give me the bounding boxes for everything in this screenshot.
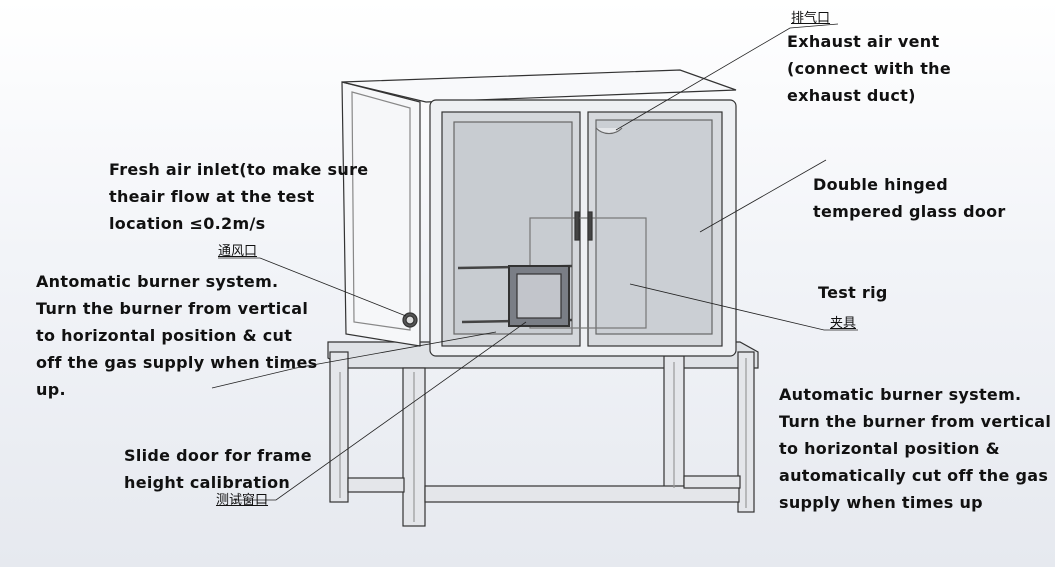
burner-left-label: Antomatic burner system. Turn the burner… bbox=[36, 268, 317, 403]
door-line-2: tempered glass door bbox=[813, 202, 1006, 221]
exhaust-line-3: exhaust duct) bbox=[787, 86, 916, 105]
cabinet-side bbox=[341, 81, 421, 347]
burner-right-line-1: Automatic burner system. bbox=[779, 385, 1022, 404]
slide-door-cn-label: 测试窗口 bbox=[216, 493, 269, 508]
fresh-air-line-1: Fresh air inlet(to make sure bbox=[109, 160, 369, 179]
exhaust-cn-label: 排气口 bbox=[791, 11, 831, 26]
fresh-air-line-2: theair flow at the test bbox=[109, 187, 315, 206]
burner-left-line-2: Turn the burner from vertical bbox=[36, 299, 309, 318]
burner-left-line-5: up. bbox=[36, 380, 66, 399]
cabinet-front bbox=[429, 99, 737, 357]
door-label: Double hinged tempered glass door bbox=[813, 171, 1006, 225]
slide-door-line-2: height calibration bbox=[124, 473, 291, 492]
fresh-air-cn-label: 通风口 bbox=[218, 244, 258, 259]
cabinet-top bbox=[341, 69, 737, 103]
burner-right-line-4: automatically cut off the gas bbox=[779, 466, 1049, 485]
exhaust-label: Exhaust air vent (connect with the exhau… bbox=[787, 28, 951, 109]
door-line-1: Double hinged bbox=[813, 175, 948, 194]
test-rig-line-1: Test rig bbox=[818, 283, 888, 302]
test-rig-cn-label: 夹具 bbox=[830, 316, 857, 331]
burner-left-line-4: off the gas supply when times bbox=[36, 353, 318, 372]
slide-door-label: Slide door for frame height calibration bbox=[124, 442, 312, 496]
exhaust-line-2: (connect with the bbox=[787, 59, 951, 78]
burner-left-line-3: to horizontal position & cut bbox=[36, 326, 293, 345]
stand-frame bbox=[327, 341, 759, 527]
burner-right-line-2: Turn the burner from vertical bbox=[779, 412, 1052, 431]
burner-right-line-3: to horizontal position & bbox=[779, 439, 1000, 458]
exhaust-line-1: Exhaust air vent bbox=[787, 32, 940, 51]
slide-door-line-1: Slide door for frame bbox=[124, 446, 312, 465]
burner-right-label: Automatic burner system. Turn the burner… bbox=[779, 381, 1051, 516]
burner-left-line-1: Antomatic burner system. bbox=[36, 272, 279, 291]
burner-right-line-5: supply when times up bbox=[779, 493, 983, 512]
fresh-air-line-3: location ≤0.2m/s bbox=[109, 214, 266, 233]
test-rig-label: Test rig bbox=[818, 279, 888, 306]
fresh-air-label: Fresh air inlet(to make sure theair flow… bbox=[109, 156, 368, 237]
leader-lines bbox=[211, 23, 858, 501]
